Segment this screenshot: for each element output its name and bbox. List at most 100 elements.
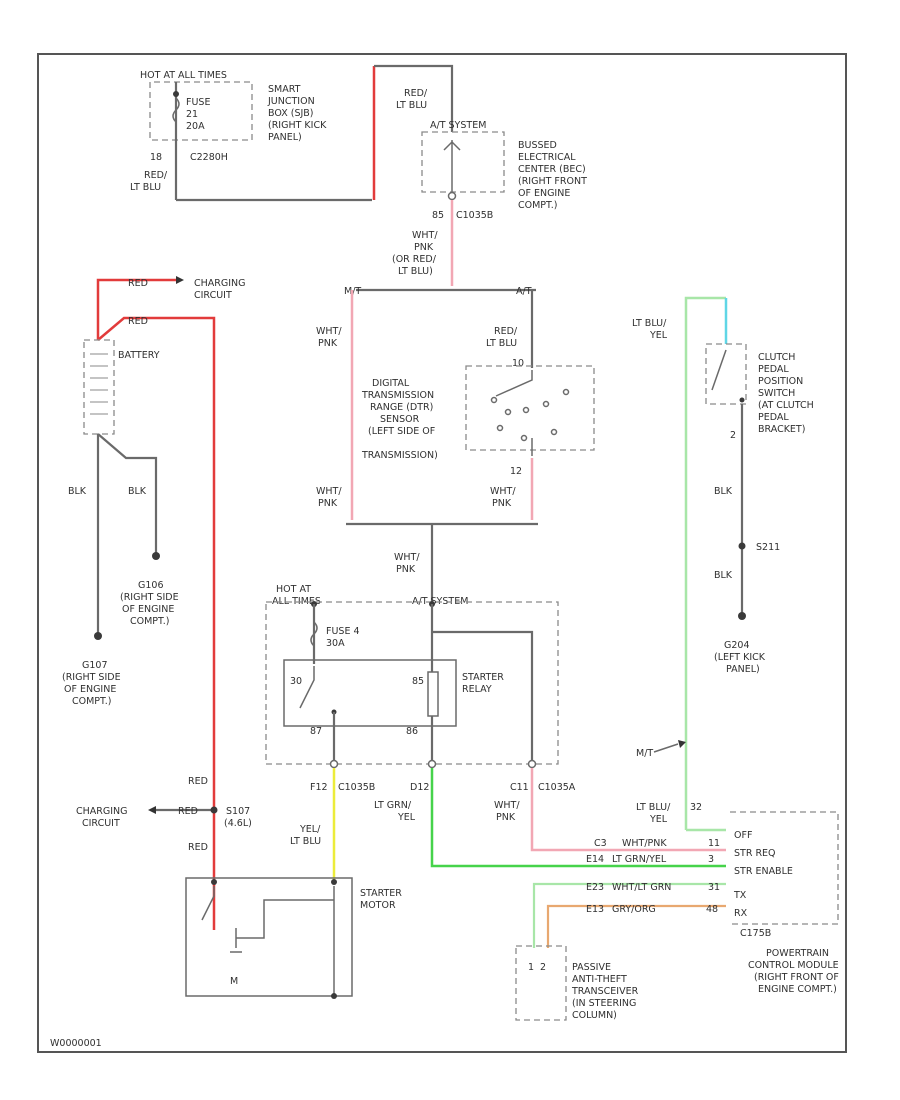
svg-text:PNK: PNK (496, 812, 516, 823)
smart-junction-box-section: HOT AT ALL TIMES FUSE 21 20A SMART JUNCT… (130, 70, 372, 202)
svg-text:C1035B: C1035B (456, 210, 493, 221)
splice-s107 (210, 806, 218, 814)
svg-text:LT GRN/YEL: LT GRN/YEL (612, 854, 667, 865)
svg-text:RED/: RED/ (144, 170, 168, 181)
bec-starter-relay-section: HOT AT ALL TIMES A/T SYSTEM FUSE 4 30A 3… (265, 584, 726, 882)
starter-relay-box (283, 659, 457, 727)
svg-text:OF ENGINE: OF ENGINE (122, 604, 174, 615)
svg-text:PEDAL: PEDAL (758, 364, 789, 375)
svg-text:YEL: YEL (649, 330, 668, 341)
svg-text:(4.6L): (4.6L) (224, 818, 252, 829)
wire-gry-org (546, 904, 726, 948)
svg-text:30A: 30A (326, 638, 345, 649)
svg-text:BLK: BLK (128, 486, 147, 497)
svg-text:COMPT.): COMPT.) (518, 200, 557, 211)
svg-text:C3: C3 (594, 838, 607, 849)
bec-top-section: RED/ LT BLU A/T SYSTEM BUSSED ELECTRICAL… (344, 64, 587, 297)
svg-text:LT BLU): LT BLU) (398, 266, 433, 277)
svg-text:LT BLU: LT BLU (486, 338, 517, 349)
svg-text:(OR RED/: (OR RED/ (392, 254, 437, 265)
svg-text:GRY/ORG: GRY/ORG (612, 904, 656, 915)
svg-text:STARTER: STARTER (462, 672, 504, 683)
dtr-sensor-section: WHT/ PNK RED/ LT BLU 10 DIGITAL TRANSMIS… (316, 290, 595, 604)
svg-text:CHARGING: CHARGING (76, 806, 128, 817)
svg-text:F12: F12 (310, 782, 328, 793)
svg-text:C1035B: C1035B (338, 782, 375, 793)
svg-text:31: 31 (708, 882, 720, 893)
svg-text:D12: D12 (410, 782, 429, 793)
svg-text:CHARGING: CHARGING (194, 278, 246, 289)
svg-text:RED: RED (178, 806, 198, 817)
svg-text:PASSIVE: PASSIVE (572, 962, 611, 973)
svg-text:WHT/: WHT/ (316, 326, 342, 337)
svg-text:(RIGHT KICK: (RIGHT KICK (268, 120, 327, 131)
svg-text:YEL: YEL (397, 812, 416, 823)
pcm-dashed-outline (730, 811, 839, 925)
svg-text:STR ENABLE: STR ENABLE (734, 866, 793, 877)
svg-text:(RIGHT SIDE: (RIGHT SIDE (120, 592, 179, 603)
svg-text:(RIGHT SIDE: (RIGHT SIDE (62, 672, 121, 683)
svg-text:86: 86 (406, 726, 418, 737)
svg-text:CIRCUIT: CIRCUIT (82, 818, 120, 829)
svg-text:G106: G106 (138, 580, 164, 591)
svg-text:COMPT.): COMPT.) (130, 616, 169, 627)
ground-g107-icon (94, 632, 102, 640)
svg-text:C1035A: C1035A (538, 782, 576, 793)
svg-text:LT BLU: LT BLU (290, 836, 321, 847)
svg-text:E14: E14 (586, 854, 604, 865)
svg-text:(LEFT SIDE OF: (LEFT SIDE OF (368, 426, 435, 437)
battery-section: RED CHARGING CIRCUIT RED BATTERY BLK BLK… (62, 276, 246, 930)
svg-text:RED/: RED/ (404, 88, 428, 99)
svg-text:(RIGHT FRONT: (RIGHT FRONT (518, 176, 587, 187)
svg-text:WHT/: WHT/ (494, 800, 520, 811)
svg-text:RELAY: RELAY (462, 684, 492, 695)
svg-text:BLK: BLK (714, 486, 733, 497)
relay-coil-icon (427, 671, 439, 717)
svg-text:HOT AT: HOT AT (276, 584, 311, 595)
svg-text:CIRCUIT: CIRCUIT (194, 290, 232, 301)
svg-text:YEL: YEL (649, 814, 668, 825)
clutch-switch-section: LT BLU/ YEL CLUTCH PEDAL POSITION SWITCH… (632, 296, 814, 830)
svg-text:BRACKET): BRACKET) (758, 424, 805, 435)
svg-text:PNK: PNK (492, 498, 512, 509)
svg-text:3: 3 (708, 854, 714, 865)
svg-text:OF ENGINE: OF ENGINE (518, 188, 570, 199)
svg-text:YEL/: YEL/ (299, 824, 321, 835)
svg-text:WHT/: WHT/ (412, 230, 438, 241)
svg-text:LT BLU/: LT BLU/ (636, 802, 671, 813)
motor-ground-icon (230, 928, 242, 953)
svg-text:RED: RED (188, 842, 208, 853)
svg-text:STARTER: STARTER (360, 888, 402, 899)
dtr-switch-icon (495, 370, 533, 397)
svg-text:PANEL): PANEL) (268, 132, 302, 143)
svg-text:CENTER (BEC): CENTER (BEC) (518, 164, 586, 175)
svg-text:11: 11 (708, 838, 720, 849)
svg-text:BUSSED: BUSSED (518, 140, 557, 151)
svg-text:PNK: PNK (396, 564, 416, 575)
pats-section: 1 2 PASSIVE ANTI-THEFT TRANSCEIVER (IN S… (515, 945, 639, 1021)
dtr-dashed-outline (465, 365, 595, 451)
diagram-code: W0000001 (50, 1038, 102, 1049)
svg-text:BLK: BLK (68, 486, 87, 497)
svg-text:E23: E23 (586, 882, 604, 893)
ground-g204-icon (738, 612, 746, 620)
svg-text:TRANSCEIVER: TRANSCEIVER (571, 986, 639, 997)
svg-text:RANGE (DTR): RANGE (DTR) (370, 402, 433, 413)
svg-text:2: 2 (540, 962, 546, 973)
starter-motor-section: RED CHARGING CIRCUIT RED S107 (4.6L) RED… (76, 776, 402, 999)
svg-text:85: 85 (432, 210, 444, 221)
svg-text:32: 32 (690, 802, 702, 813)
splice-dot (173, 91, 179, 97)
relay-switch-icon (299, 666, 315, 709)
starter-motor-box (185, 877, 353, 997)
wire-lt-grn-yel (430, 768, 726, 868)
pats-dashed-outline (515, 945, 567, 1021)
svg-text:2: 2 (730, 430, 736, 441)
svg-text:RED/: RED/ (494, 326, 518, 337)
svg-text:PEDAL: PEDAL (758, 412, 789, 423)
svg-text:JUNCTION: JUNCTION (267, 96, 315, 107)
wire-wht-pnk-pcm (530, 768, 726, 852)
svg-text:SWITCH: SWITCH (758, 388, 795, 399)
svg-text:(IN STEERING: (IN STEERING (572, 998, 636, 1009)
